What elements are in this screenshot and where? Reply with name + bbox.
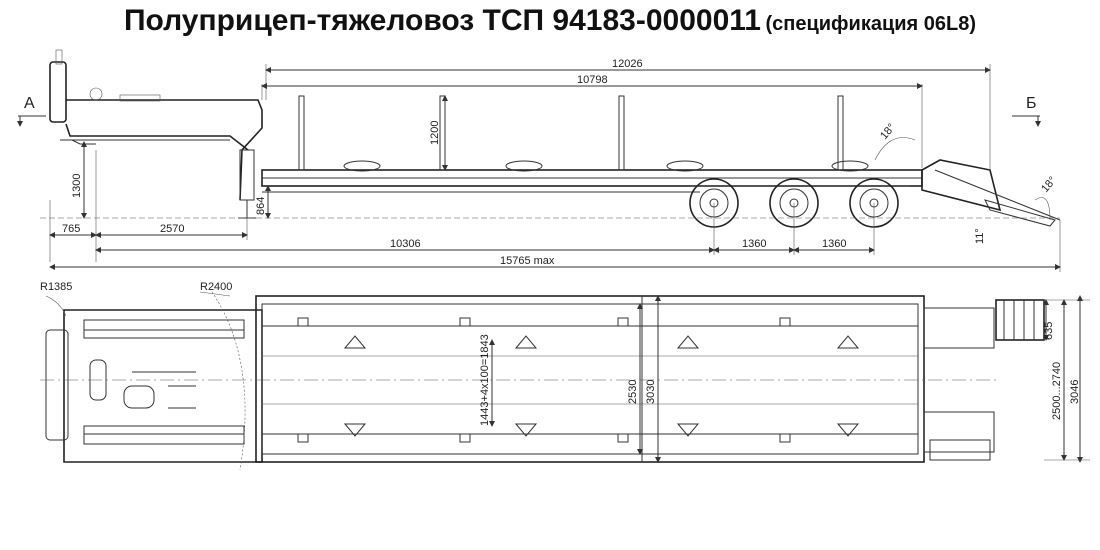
rear-ramps xyxy=(923,299,1045,461)
dim-gooseneck-height-label: 1300 xyxy=(71,174,83,198)
deck-mounts xyxy=(343,160,869,172)
dim-overall-platform-label: 12026 xyxy=(612,58,643,70)
dim-max-width: 3046 xyxy=(1069,295,1083,463)
dim-max-width-label: 3046 xyxy=(1069,380,1081,404)
dim-width-range-label: 2500...2740 xyxy=(1051,362,1063,420)
dim-lashing-spacing-label: 1443+4x100=1843 xyxy=(479,334,491,426)
dim-departure-angle: 11° xyxy=(974,228,986,244)
dim-kingpin-to-leg-label: 2570 xyxy=(160,223,184,235)
view-marker-a: А xyxy=(17,95,46,127)
dim-total-length-label: 15765 max xyxy=(500,255,555,267)
dim-gooseneck-height: 1300 xyxy=(71,141,87,219)
dim-axle-row: 10306 1360 1360 xyxy=(95,203,875,255)
dim-ramp-angle-2: 18° xyxy=(1039,174,1059,194)
dim-total-row: 15765 max xyxy=(49,220,1061,272)
dim-kingpin-to-axle-label: 10306 xyxy=(390,238,421,250)
dim-ramp-width-label: 635 xyxy=(1043,322,1055,340)
deck xyxy=(261,159,1061,227)
gooseneck xyxy=(49,49,263,201)
dim-axle-spacing-1-label: 1360 xyxy=(742,238,766,250)
dim-ramp-width: 635 xyxy=(1043,299,1055,341)
dim-stake-height: 1200 xyxy=(429,95,448,171)
dim-deck-length-label: 10798 xyxy=(577,74,608,86)
view-label-a: А xyxy=(24,95,35,112)
title-spec: (спецификация 06L8) xyxy=(765,13,977,35)
dim-overall-platform: 12026 xyxy=(265,58,991,170)
view-label-b: Б xyxy=(1026,95,1037,112)
stake-pockets xyxy=(297,317,791,443)
top-gooseneck xyxy=(45,309,263,463)
drawing-title: Полуприцеп-тяжеловоз ТСП 94183-0000011 (… xyxy=(0,4,1100,38)
wheels xyxy=(689,178,910,228)
view-marker-b: Б xyxy=(1012,95,1041,127)
dim-stake-height-label: 1200 xyxy=(429,121,441,145)
dim-front-radius: R1385 xyxy=(40,281,72,293)
title-main: Полуприцеп-тяжеловоз ТСП 94183-0000011 xyxy=(123,4,761,37)
dim-deck-height: 864 xyxy=(255,185,271,219)
dim-inner-width: 2530 xyxy=(627,303,643,455)
dim-deck-height-label: 864 xyxy=(255,197,267,215)
top-deck xyxy=(40,295,1000,463)
stakes xyxy=(298,95,844,171)
top-view: R2400 R1385 xyxy=(40,281,1090,471)
dim-front-row: 765 2570 xyxy=(49,150,248,262)
lashing-points xyxy=(343,335,860,437)
dim-front-overhang-label: 765 xyxy=(62,223,80,235)
dim-swing-radius: R2400 xyxy=(200,281,232,293)
dim-axle-spacing-2-label: 1360 xyxy=(822,238,846,250)
dim-outer-width-label: 3030 xyxy=(645,380,657,404)
side-view: А Б xyxy=(17,49,1061,272)
dim-lashing-spacing: 1443+4x100=1843 xyxy=(479,334,495,427)
dim-inner-width-label: 2530 xyxy=(627,380,639,404)
dim-deck-length: 10798 xyxy=(261,74,923,168)
dim-outer-width: 3030 xyxy=(645,295,661,463)
